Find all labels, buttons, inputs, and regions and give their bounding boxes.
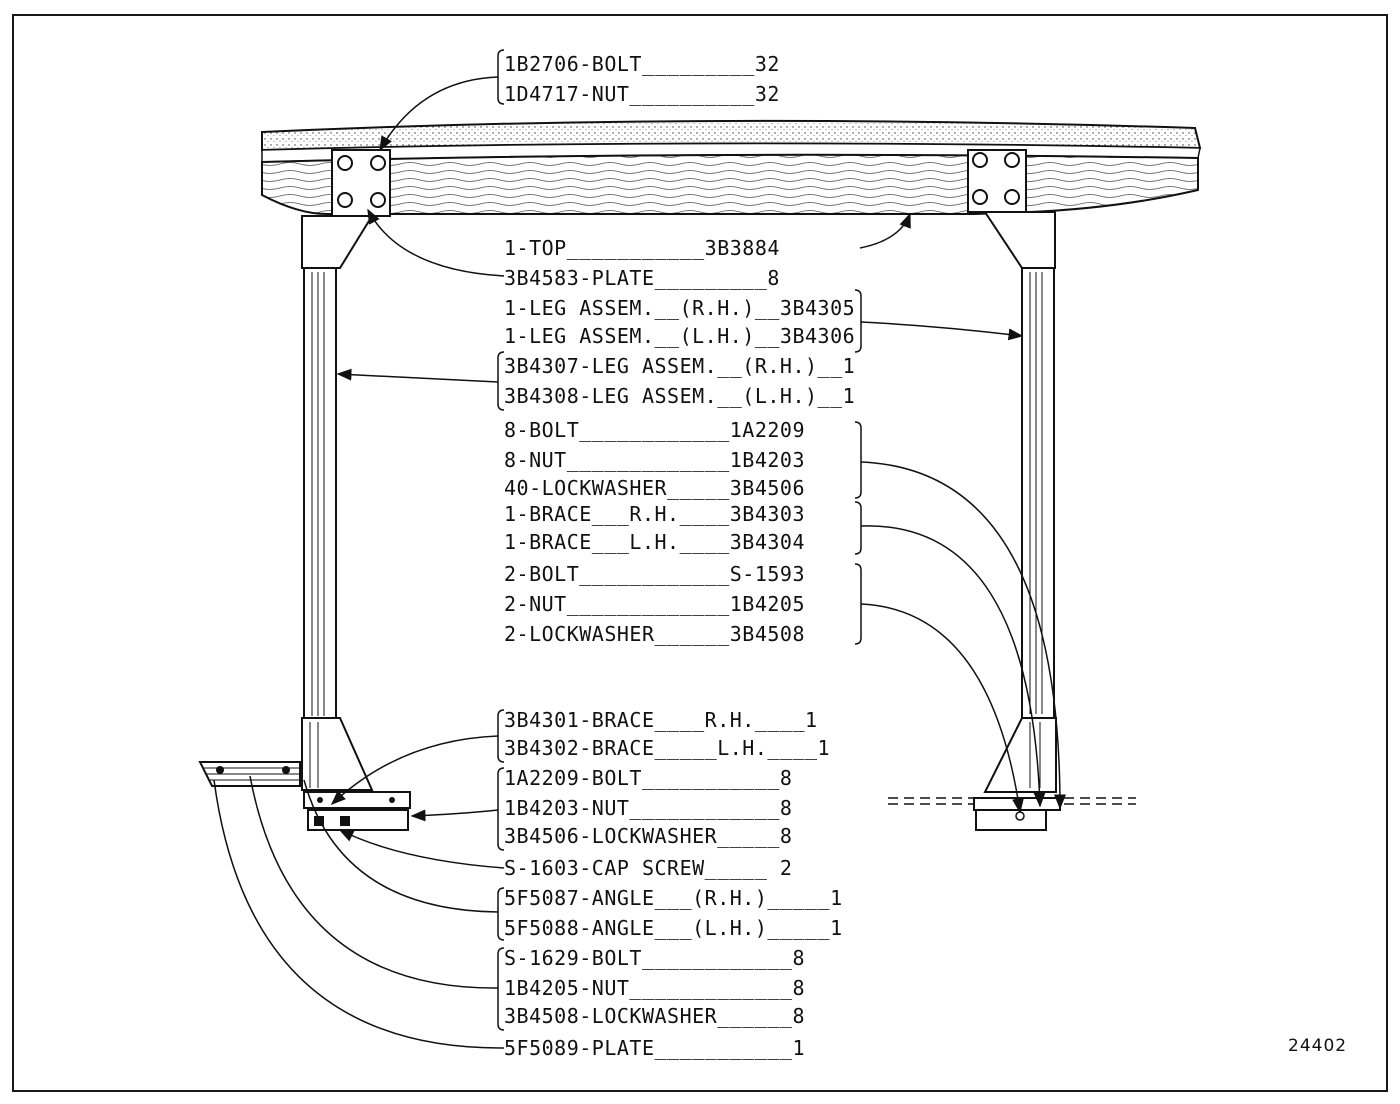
- label-bolt-1a2209: 1A2209-BOLT___________8: [504, 766, 793, 790]
- label-top-nut: 1D4717-NUT__________32: [504, 82, 780, 106]
- label-nut-1b4205: 1B4205-NUT_____________8: [504, 976, 805, 1000]
- label-plate: 3B4583-PLATE_________8: [504, 266, 780, 290]
- label-bolt-2: 2-BOLT____________S-1593: [504, 562, 805, 586]
- label-brace-rh: 1-BRACE___R.H.____3B4303: [504, 502, 805, 526]
- label-plate-5f5089: 5F5089-PLATE___________1: [504, 1036, 805, 1060]
- label-brace-lh: 1-BRACE___L.H.____3B4304: [504, 530, 805, 554]
- label-nut-2: 2-NUT_____________1B4205: [504, 592, 805, 616]
- right-foot-assembly: [888, 797, 1136, 831]
- label-lockwasher-3b4508: 3B4508-LOCKWASHER______8: [504, 1004, 805, 1028]
- label-bolt-8: 8-BOLT____________1A2209: [504, 418, 805, 442]
- leader-lines: [213, 76, 1066, 1049]
- left-foot-assembly: [198, 761, 411, 831]
- label-cap-screw: S-1603-CAP SCREW_____ 2: [504, 856, 793, 880]
- left-bolt-plate: [331, 149, 391, 217]
- label-top-bolt: 1B2706-BOLT_________32: [504, 52, 780, 76]
- right-bolt-plate: [967, 149, 1027, 213]
- label-leg-assem-rh: 1-LEG ASSEM.__(R.H.)__3B4305: [504, 296, 856, 320]
- label-angle-lh: 5F5088-ANGLE___(L.H.)_____1: [504, 916, 843, 940]
- wood-beam: [261, 153, 1199, 216]
- figure-number: 24402: [1288, 1036, 1348, 1056]
- drawing-frame: [12, 14, 1388, 1092]
- left-leg: [301, 215, 374, 791]
- label-brace-3b4301: 3B4301-BRACE____R.H.____1: [504, 708, 818, 732]
- label-leg-3b4308: 3B4308-LEG ASSEM.__(L.H.)__1: [504, 384, 856, 408]
- label-lockwasher-3b4506: 3B4506-LOCKWASHER_____8: [504, 824, 793, 848]
- label-nut-8: 8-NUT_____________1B4203: [504, 448, 805, 472]
- right-leg: [983, 211, 1057, 793]
- label-lockwasher-40: 40-LOCKWASHER_____3B4506: [504, 476, 805, 500]
- label-nut-1b4203: 1B4203-NUT____________8: [504, 796, 793, 820]
- label-angle-rh: 5F5087-ANGLE___(R.H.)_____1: [504, 886, 843, 910]
- label-lockwasher-2: 2-LOCKWASHER______3B4508: [504, 622, 805, 646]
- label-bolt-s1629: S-1629-BOLT____________8: [504, 946, 805, 970]
- label-leg-3b4307: 3B4307-LEG ASSEM.__(R.H.)__1: [504, 354, 856, 378]
- label-leg-assem-lh: 1-LEG ASSEM.__(L.H.)__3B4306: [504, 324, 856, 348]
- label-top: 1-TOP___________3B3884: [504, 236, 780, 260]
- label-brace-3b4302: 3B4302-BRACE_____L.H.____1: [504, 736, 831, 760]
